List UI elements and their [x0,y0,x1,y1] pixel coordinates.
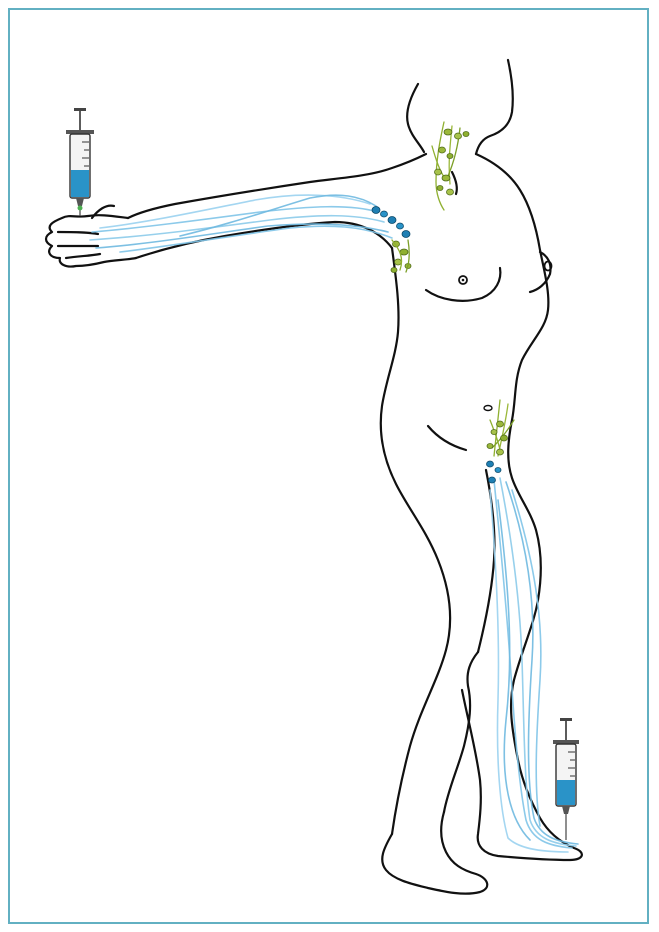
lymph-node [400,249,408,255]
left-nipple-center [462,279,465,282]
hip-crease [428,426,466,450]
lymph-node [439,147,446,153]
axillary-lymph-nodes [372,207,411,273]
lymph-node [497,421,504,427]
lymph-node [447,189,454,195]
lymph-node [495,468,501,473]
lymph-node [391,268,397,273]
lymph-node [497,449,504,455]
neck-left-contour [407,84,424,152]
left-inner-leg-contour [444,652,478,812]
lymph-node [388,217,396,224]
lymph-node [395,259,402,265]
syringe-icon [66,108,94,216]
lymph-node [442,175,450,181]
lymph-node [435,169,442,175]
navel [484,406,492,411]
lymph-node [487,461,494,467]
finger-lines [58,232,100,258]
lymph-node [381,211,388,217]
lymph-node [491,430,497,435]
syringe-icon [553,718,579,840]
lymph-node [501,435,508,441]
hand-contour [46,215,136,266]
lymph-node [402,231,410,238]
lymph-node [463,132,469,137]
lymph-node [397,223,404,229]
lymph-node [444,129,452,135]
lymph-node [489,477,496,483]
cervical-lymph-nodes [435,129,470,195]
left-foot-contour [382,812,487,894]
lymph-node [372,207,380,214]
torso-left-contour [381,248,450,834]
lymph-node [447,154,453,159]
lymph-node [437,186,443,191]
lymph-node [487,444,493,449]
right-inner-leg-contour [478,470,495,652]
face-contour [476,60,513,154]
body-outline [46,60,582,894]
lymph-node [455,133,462,139]
